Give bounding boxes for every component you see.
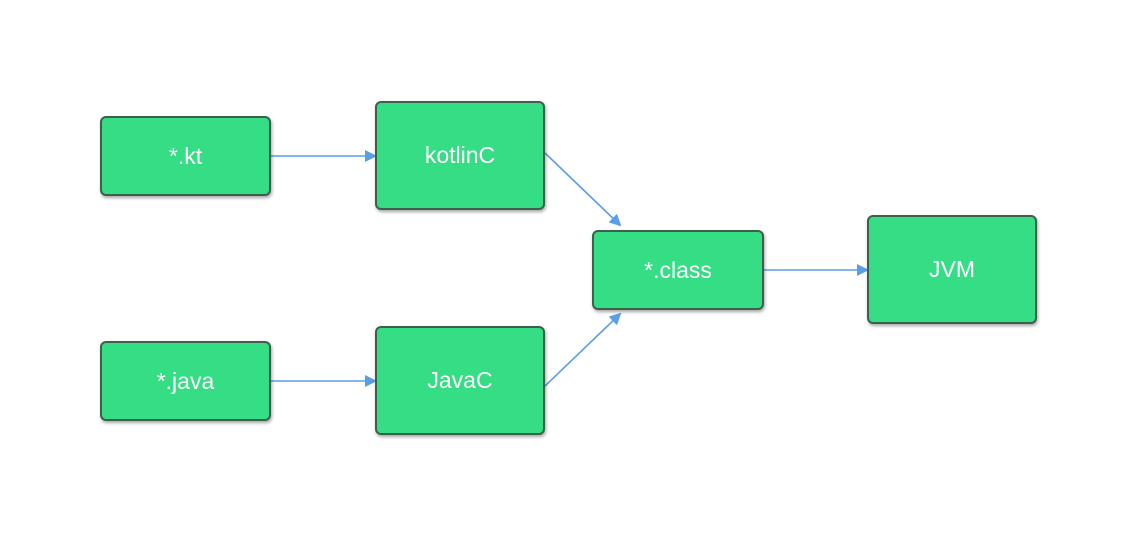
node-javac-compiler[interactable]: JavaC <box>375 326 545 435</box>
node-java-label: *.java <box>156 367 215 394</box>
node-java-source[interactable]: *.java <box>100 341 271 421</box>
node-class-label: *.class <box>644 256 712 283</box>
node-jvm-label: JVM <box>929 256 975 282</box>
node-jvm-runtime[interactable]: JVM <box>867 215 1037 324</box>
node-class-bytecode[interactable]: *.class <box>592 230 764 310</box>
node-kotlinc-label: kotlinC <box>424 142 496 168</box>
edge-kotlinc-to-class <box>544 152 622 227</box>
node-kt-source[interactable]: *.kt <box>100 116 271 196</box>
edge-javac-to-class <box>544 312 622 387</box>
node-kt-label: *.kt <box>168 142 203 169</box>
node-javac-label: JavaC <box>427 367 493 393</box>
node-kotlinc-compiler[interactable]: kotlinC <box>375 101 545 210</box>
